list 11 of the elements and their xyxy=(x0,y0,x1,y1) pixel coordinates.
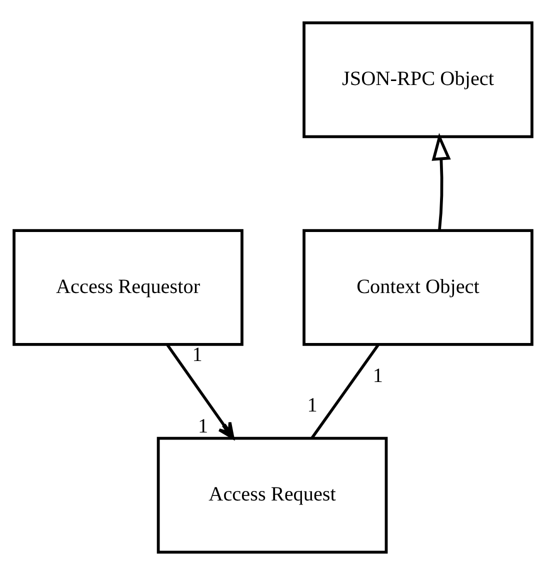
connector xyxy=(310,344,380,438)
node-box: JSON-RPC Object xyxy=(302,20,534,138)
node-box: Access Requestor xyxy=(12,228,244,346)
label: 1 xyxy=(372,364,383,386)
label: 1 xyxy=(192,344,202,366)
label: 1 xyxy=(198,414,208,437)
arrow xyxy=(166,344,234,439)
label: 1 xyxy=(307,394,318,416)
node-box: Context Object xyxy=(302,228,534,346)
node-box: Access Request xyxy=(156,436,388,554)
arrow xyxy=(432,132,451,230)
